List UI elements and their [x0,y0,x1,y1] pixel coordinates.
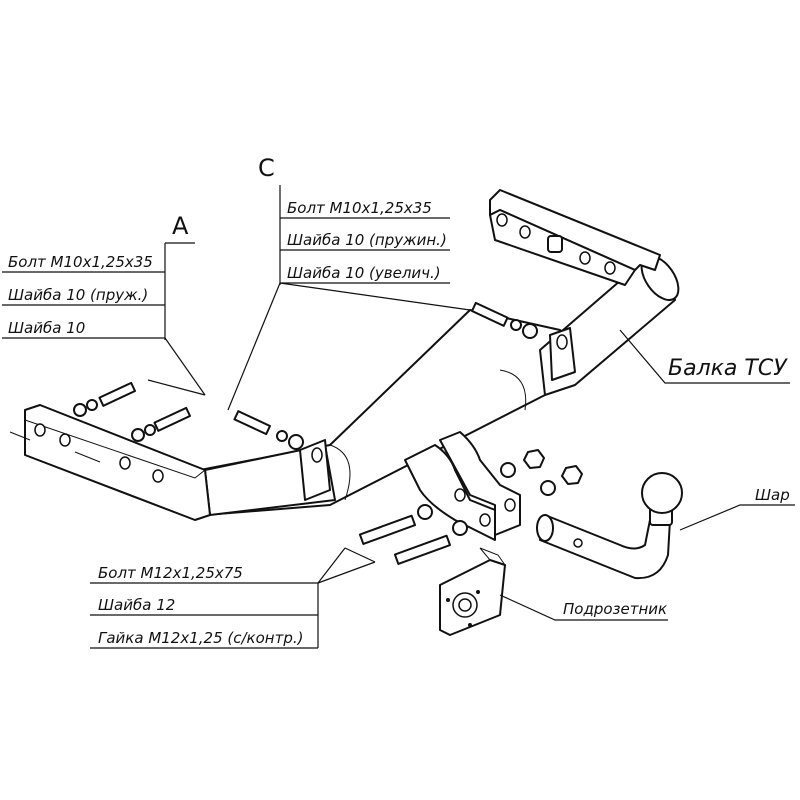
callout-c-line-2: Шайба 10 (пружин.) [287,231,447,249]
tow-ball [536,472,683,580]
label-ball: Шар [679,486,795,531]
callout-a-line-2: Шайба 10 (пруж.) [8,286,148,304]
label-beam: Балка ТСУ [619,329,790,384]
callout-c-line-3: Шайба 10 (увелич.) [287,264,441,282]
beam-label: Балка ТСУ [668,356,788,381]
callout-bottom: Болт М12x1,25x75 Шайба 12 Гайка М12x1,25… [90,547,376,649]
beam-side-plates [299,327,576,501]
ball-label: Шар [755,486,790,504]
callout-c-letter: С [258,154,275,182]
callout-a: A Болт М10x1,25x35 Шайба 10 (пруж.) Шайб… [2,212,206,396]
hardware-group-c [233,301,538,450]
right-bracket [489,189,661,286]
hardware-group-bottom [358,449,583,565]
callout-bottom-line-1: Болт М12x1,25x75 [98,564,243,582]
callout-c: С Болт М10x1,25x35 Шайба 10 (пружин.) Ша… [227,154,471,411]
callout-c-line-1: Болт М10x1,25x35 [287,199,432,217]
left-bracket [9,404,211,521]
socket-plate [439,547,507,636]
bottom-lugs [404,431,521,541]
socket-plate-label: Подрозетник [563,600,667,618]
callout-a-line-1: Болт М10x1,25x35 [8,253,153,271]
label-socket-plate: Подрозетник [499,594,668,621]
hardware-group-a [73,381,192,442]
callout-a-line-3: Шайба 10 [8,319,85,337]
callout-a-letter: A [172,212,189,240]
callout-bottom-line-2: Шайба 12 [98,596,175,614]
callout-bottom-line-3: Гайка М12x1,25 (с/контр.) [98,629,303,647]
